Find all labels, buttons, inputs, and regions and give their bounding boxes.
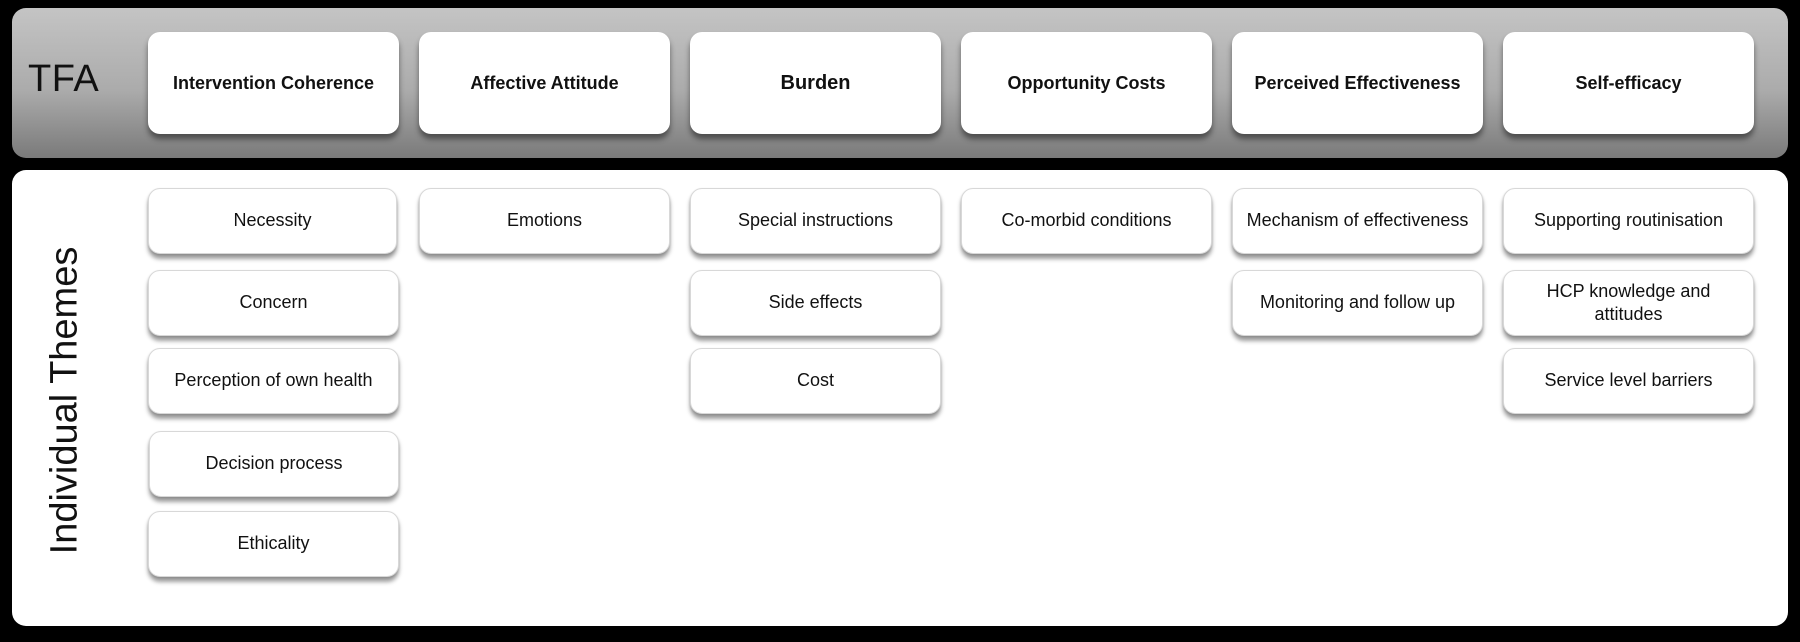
theme-service-level-barriers: Service level barriers (1503, 348, 1754, 414)
header-affective-attitude: Affective Attitude (419, 32, 670, 134)
theme-ethicality: Ethicality (148, 511, 399, 577)
theme-co-morbid-conditions: Co-morbid conditions (961, 188, 1212, 254)
theme-side-effects: Side effects (690, 270, 941, 336)
theme-hcp-knowledge-and-attitudes: HCP knowledge and attitudes (1503, 270, 1754, 336)
themes-label-wrapper: Individual Themes (20, 180, 110, 620)
theme-mechanism-of-effectiveness: Mechanism of effectiveness (1232, 188, 1483, 254)
theme-decision-process: Decision process (149, 431, 399, 497)
theme-special-instructions: Special instructions (690, 188, 941, 254)
theme-emotions: Emotions (419, 188, 670, 254)
header-self-efficacy: Self-efficacy (1503, 32, 1754, 134)
tfa-label: TFA (28, 58, 100, 100)
theme-concern: Concern (148, 270, 399, 336)
theme-cost: Cost (690, 348, 941, 414)
themes-label: Individual Themes (43, 246, 86, 554)
theme-monitoring-and-follow-up: Monitoring and follow up (1232, 270, 1483, 336)
theme-necessity: Necessity (148, 188, 397, 254)
header-perceived-effectiveness: Perceived Effectiveness (1232, 32, 1483, 134)
header-opportunity-costs: Opportunity Costs (961, 32, 1212, 134)
theme-supporting-routinisation: Supporting routinisation (1503, 188, 1754, 254)
header-intervention-coherence: Intervention Coherence (148, 32, 399, 134)
theme-perception-of-own-health: Perception of own health (148, 348, 399, 414)
header-burden: Burden (690, 32, 941, 134)
